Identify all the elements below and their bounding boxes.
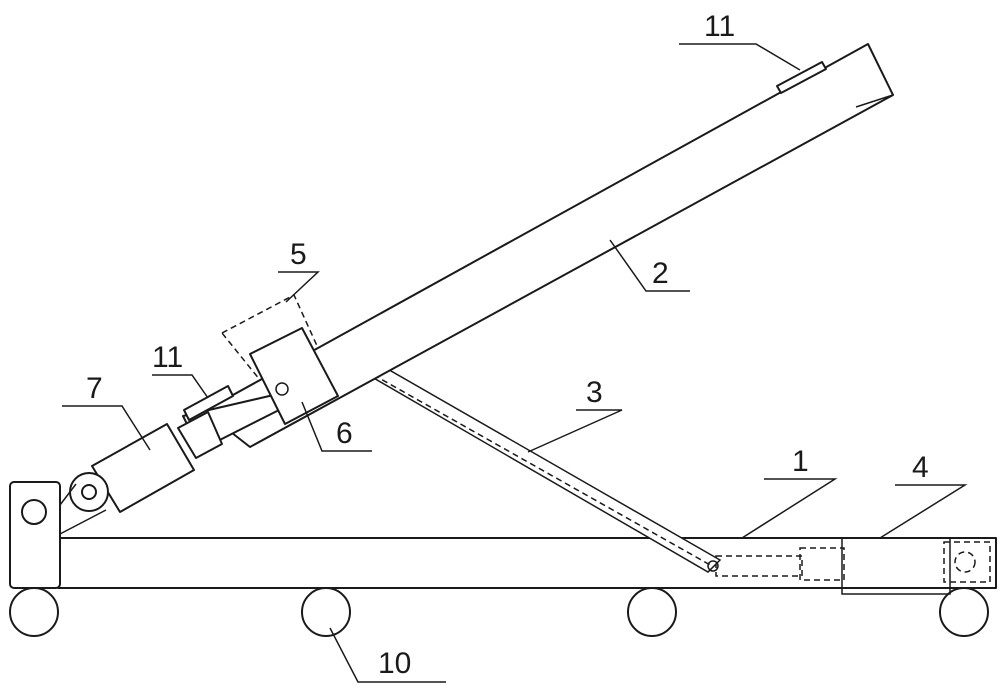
hinge-block-body [249, 327, 339, 425]
leader-bracket [278, 271, 320, 303]
end-post [9, 481, 61, 589]
label-lift-cylinder: 7 [86, 372, 103, 405]
hinge-block [249, 327, 339, 425]
boom [203, 43, 894, 448]
label-slide-cylinder: 4 [912, 451, 929, 484]
label-wheel: 10 [378, 647, 411, 680]
wheels [9, 587, 989, 637]
end-post-pin [21, 499, 47, 525]
label-base-frame: 1 [792, 445, 809, 478]
label-pad-top: 11 [704, 10, 735, 43]
link-rod-hidden-line [355, 364, 713, 567]
leader-base-frame [741, 478, 838, 539]
bracket-body [220, 293, 319, 381]
base-beam [57, 537, 997, 589]
leader-lift-cylinder [62, 405, 151, 451]
pad-top [776, 61, 827, 94]
slide-rod [715, 555, 803, 577]
label-bracket: 5 [290, 238, 307, 271]
boom-tip-edge [855, 94, 894, 108]
lift-base-lug-2 [59, 483, 77, 506]
slide-cylinder [715, 537, 991, 595]
lift-base-lug [59, 509, 107, 535]
lift-rod-collar [177, 411, 223, 459]
slide-piston [799, 547, 845, 581]
leader-pad-top [679, 43, 801, 71]
link-rod-bottom-pin [707, 560, 719, 572]
label-link-rod: 3 [586, 376, 603, 409]
slide-end-housing [943, 541, 991, 583]
leader-slide-cylinder [879, 484, 968, 539]
lift-cylinder-end [69, 472, 109, 512]
leader-lines [62, 43, 968, 683]
label-pad-left: 11 [152, 341, 183, 374]
pad-left [183, 385, 234, 421]
label-hinge-block: 6 [336, 417, 353, 450]
bracket [220, 293, 319, 381]
leader-boom [609, 239, 690, 292]
hinge-pin [275, 382, 289, 396]
wheel-3 [627, 587, 677, 637]
wheel-4 [939, 587, 989, 637]
leader-pad-left [152, 374, 209, 399]
wheel-1 [9, 587, 59, 637]
leader-wheel [329, 627, 446, 683]
lift-cylinder-pin [81, 484, 97, 500]
slide-barrel [841, 537, 951, 595]
wheel-2 [301, 587, 351, 637]
part-labels: 11 2 3 1 4 5 6 11 7 10 [86, 10, 929, 680]
leader-link-rod [527, 409, 623, 453]
slide-end-pin [954, 551, 976, 573]
lift-cylinder [59, 393, 284, 535]
base-frame [9, 481, 997, 589]
leader-hinge-block [301, 401, 372, 452]
label-boom: 2 [652, 257, 669, 290]
